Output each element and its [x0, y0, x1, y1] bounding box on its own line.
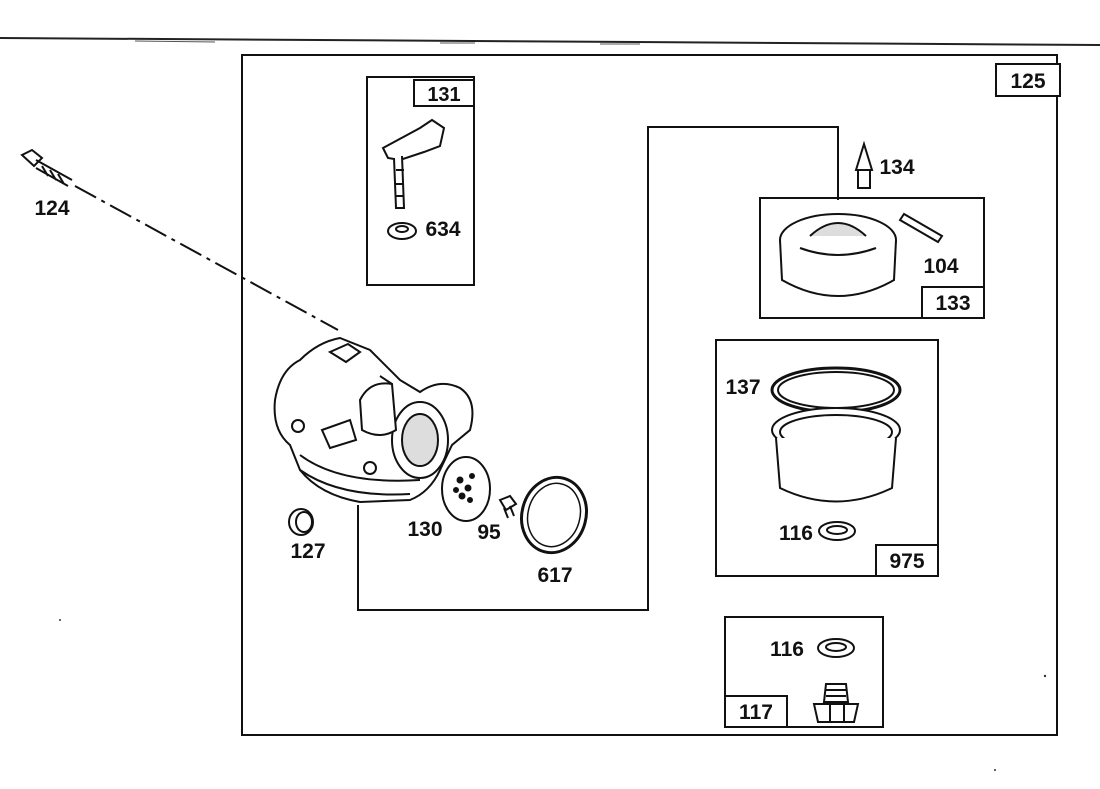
- scan-specks: [59, 619, 1047, 771]
- group-133-label-box: [921, 286, 985, 319]
- bowl-part: [771, 407, 901, 503]
- label-screw: 124: [34, 197, 69, 220]
- label-float-needle: 634: [425, 218, 460, 241]
- group-connector-line: [357, 126, 839, 611]
- label-washer-lower: 116: [770, 638, 804, 661]
- screw-leader: [74, 185, 339, 331]
- small-screw-part: [498, 494, 518, 519]
- label-small-screw: 95: [477, 521, 501, 544]
- bowl-nut-part: [812, 683, 860, 723]
- group-975-label: 975: [889, 550, 924, 573]
- bowl-washer-lower-part: [817, 638, 855, 658]
- inlet-needle-part: [854, 140, 874, 189]
- group-975-label-box: [875, 544, 939, 577]
- group-117-label-box: [724, 695, 788, 728]
- group-131-box: [366, 76, 475, 286]
- group-131-label-box: [413, 79, 475, 107]
- label-welch-plug: 127: [290, 540, 325, 563]
- diaphragm-part: [441, 456, 491, 522]
- carburetor-body: [273, 336, 474, 504]
- label-bowl-gasket: 137: [725, 376, 760, 399]
- assembly-label-box: [995, 63, 1061, 97]
- assembly-label: 125: [1010, 70, 1045, 93]
- group-133-label: 133: [935, 292, 970, 315]
- label-hinge-pin: 104: [923, 255, 958, 278]
- bowl-washer-upper-part: [818, 521, 856, 541]
- label-o-ring: 617: [537, 564, 572, 587]
- group-975-box: [715, 339, 939, 577]
- o-ring-part: [520, 475, 588, 555]
- group-131-label: 131: [427, 84, 460, 106]
- float-needle-part: [381, 118, 446, 240]
- bowl-gasket-part: [770, 366, 902, 414]
- top-rule: [0, 37, 1100, 46]
- scan-marks: [134, 40, 640, 45]
- assembly-box: [241, 54, 1058, 736]
- screw-part: [20, 148, 73, 187]
- float-hinge-pin-part: [898, 212, 944, 244]
- label-washer-upper: 116: [779, 522, 813, 545]
- float-part: [779, 213, 897, 297]
- welch-plug-part: [288, 508, 314, 536]
- group-117-label: 117: [739, 701, 773, 724]
- group-133-box: [759, 197, 985, 319]
- label-diaphragm: 130: [407, 518, 442, 541]
- label-inlet-needle: 134: [879, 156, 914, 179]
- group-117-box: [724, 616, 884, 728]
